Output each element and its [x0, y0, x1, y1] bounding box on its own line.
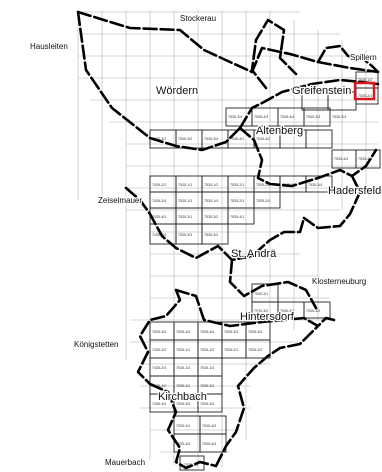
sheet-code: 7535-3/4 [248, 330, 262, 334]
sheet-code: 7535-1/2 [358, 78, 372, 82]
place-mauerbach: Mauerbach [105, 458, 145, 467]
sheet-code: 7435-2/2 [152, 348, 166, 352]
sheet-code: 7535-2/2 [256, 183, 270, 187]
red-square-marker-icon [353, 81, 376, 101]
sheet-code: 7535-4/2 [202, 424, 216, 428]
sheet-code: 7535-1/3 [176, 366, 190, 370]
sheet-code: 7530-3/4 [152, 330, 166, 334]
place-labels: Stockerau Hausleiten Spillern Wördern Gr… [29, 13, 382, 469]
sheet-code: 7535-4/4 [280, 115, 294, 119]
sheet-code: 7535-4/2 [256, 137, 270, 141]
sheet-code: 7535-3/1 [176, 384, 190, 388]
sheet-code: 7535-3/1 [152, 137, 166, 141]
sheet-code: 7535-3/3 [224, 330, 238, 334]
sheet-code: 7535-1/4 [204, 199, 218, 203]
sheet-code: 7535-3/3 [178, 233, 192, 237]
sheet-code: 7535-4/1 [230, 215, 244, 219]
sheet-code: 7535-3/1 [178, 215, 192, 219]
boundary-altenberg [238, 126, 378, 230]
grid-light [77, 10, 378, 468]
sheet-code: 7535-3/2 [204, 215, 218, 219]
sheet-code: 7535-3/3 [176, 402, 190, 406]
place-zeiselmauer: Zeiselmauer [98, 196, 142, 205]
sheet-code: 7535-2/1 [358, 94, 372, 98]
sheet-code: 7535-4/3 [176, 330, 190, 334]
sheet-code: 7435-4/2 [152, 215, 166, 219]
sheet-code: 7535-2/2 [248, 348, 262, 352]
place-woerdern: Wördern [156, 85, 198, 97]
sheet-code: 7535-3/4 [200, 402, 214, 406]
boundary-hintersdorf [136, 288, 336, 386]
sheet-code: 7435-4/4 [152, 402, 166, 406]
place-hausleiten: Hausleiten [30, 42, 68, 51]
sheet-code: 7535-3/2 [306, 309, 320, 313]
boundary-st-andrae [124, 186, 318, 310]
sheet-code: 7535-4/4 [358, 157, 372, 161]
sheet-code: 7435-2/4 [152, 366, 166, 370]
place-altenberg: Altenberg [256, 125, 303, 137]
place-hintersdorf: Hintersdorf [240, 311, 295, 323]
sheet-code: 7535-1/2 [200, 348, 214, 352]
sheet-code: 7535-4/3 [334, 157, 348, 161]
sheet-code: 7435-4/4 [152, 233, 166, 237]
sheet-code: 7535-1/2 [204, 183, 218, 187]
boundary-greifenstein [238, 18, 380, 130]
place-spillern: Spillern [350, 53, 377, 62]
sheet-code: 7535-4/1 [176, 424, 190, 428]
sheet-code: 7535-4/3 [176, 442, 190, 446]
place-stockerau: Stockerau [180, 14, 216, 23]
municipal-boundaries [76, 10, 380, 470]
place-st-andrae: St. Andrä [231, 248, 277, 260]
sheet-code: 7535-3/3 [306, 115, 320, 119]
sheet-codes: 7535-1/2 7535-2/1 7530-3/4 7535-4/3 7535… [152, 78, 372, 467]
sheet-code: 7530-3/1 [254, 292, 268, 296]
sheet-code: 7535-3/1 [280, 309, 294, 313]
sheet-code: 7535-2/4 [256, 199, 270, 203]
sheet-code: 7530-3/2 [254, 309, 268, 313]
sheet-code: 7535-4/1 [230, 137, 244, 141]
place-hadersfeld: Hadersfeld [328, 185, 381, 197]
sheet-code: 7535-1/1 [178, 183, 192, 187]
sheet-code: 7535-1/1 [176, 348, 190, 352]
place-kirchbach: Kirchbach [158, 391, 207, 403]
sheet-code: 7435-4/2 [152, 384, 166, 388]
sheet-code: 7535-2/3 [230, 199, 244, 203]
sheet-code: 7535-4/4 [202, 442, 216, 446]
sheet-code: 7535-4/4 [200, 330, 214, 334]
sheet-outlines [149, 71, 381, 471]
sheet-code: 7530-3/4 [228, 115, 242, 119]
sheet-code: 7535-3/2 [178, 137, 192, 141]
sheet-code: 7535-3/4 [204, 233, 218, 237]
sheet-code: 7535-3/4 [308, 183, 322, 187]
sheet-code: 7535-2/1 [224, 348, 238, 352]
sheet-code: 7535-1/3 [178, 199, 192, 203]
sheet-code: 7435-2/2 [152, 183, 166, 187]
sheet-code: 7535-3/4 [332, 115, 346, 119]
place-greifenstein: Greifenstein [292, 85, 351, 97]
boundary-east [316, 44, 380, 74]
boundary-kirchbach [148, 324, 320, 470]
sheet-code: 7535-4/3 [254, 115, 268, 119]
sheet-code: 7435-2/4 [152, 199, 166, 203]
sheet-code: 7535-1/4 [200, 366, 214, 370]
place-koenigstetten: Königstetten [74, 340, 118, 349]
place-klosterneuburg: Klosterneuburg [312, 277, 366, 286]
sheet-code: 7535-3/2 [200, 384, 214, 388]
sheet-code: 7535-2/1 [230, 183, 244, 187]
sheet-code: 7535-3/4 [204, 137, 218, 141]
